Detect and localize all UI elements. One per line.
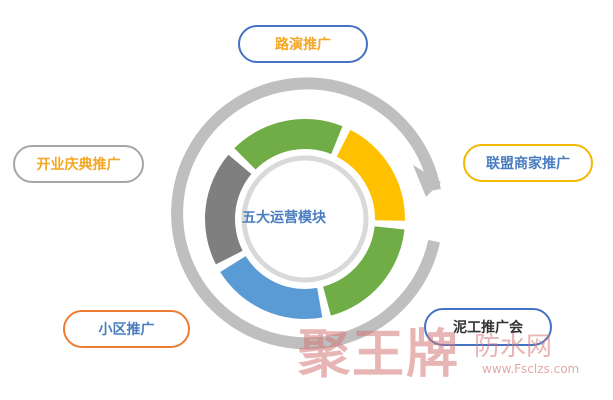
module-label: 联盟商家推广 (486, 156, 570, 172)
module-label: 开业庆典推广 (36, 157, 121, 173)
module-alliance-merchants: 联盟商家推广 (463, 144, 593, 182)
segment-yellow-right (336, 129, 405, 221)
module-label: 小区推广 (98, 322, 155, 338)
module-label: 路演推广 (275, 37, 331, 53)
module-label: 泥工推广会 (453, 320, 523, 336)
center-label: 五大运营模块 (242, 210, 326, 226)
segment-gray-left (205, 154, 252, 265)
segment-green-top (234, 119, 343, 170)
segment-blue-bottom (220, 256, 323, 319)
module-opening-ceremony: 开业庆典推广 (13, 145, 144, 183)
module-mason-meeting: 泥工推广会 (424, 308, 552, 346)
inner-ring (241, 155, 369, 283)
cycle-arrowhead (413, 165, 441, 197)
center-disc (247, 161, 363, 277)
segment-green-right (323, 226, 405, 316)
module-roadshow: 路演推广 (238, 25, 368, 63)
cycle-arrow (171, 77, 441, 350)
module-community: 小区推广 (63, 310, 190, 348)
